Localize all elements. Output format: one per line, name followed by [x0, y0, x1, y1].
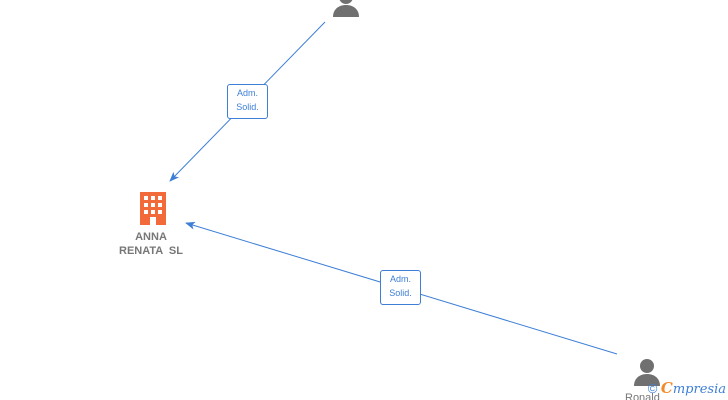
- company-node[interactable]: [137, 191, 169, 225]
- company-name[interactable]: ANNA RENATA SL: [101, 230, 201, 258]
- company-name-line1: ANNA: [135, 231, 167, 243]
- relation-label-top[interactable]: Adm. Solid.: [227, 84, 268, 119]
- relation-label-line2: Solid.: [236, 102, 259, 112]
- building-icon: [140, 192, 166, 225]
- person-icon: [634, 359, 660, 386]
- person-name[interactable]: Ronald: [625, 392, 660, 400]
- person-node-top[interactable]: [331, 0, 361, 17]
- relation-label-line1: Adm.: [236, 88, 258, 98]
- relation-label-bottom[interactable]: Adm. Solid.: [380, 270, 421, 305]
- empresia-watermark: © Cmpresia: [648, 379, 726, 397]
- relation-label-line1: Adm.: [389, 274, 411, 284]
- person-node-bottom[interactable]: [632, 356, 662, 386]
- copyright-symbol: ©: [647, 381, 658, 396]
- person-icon: [333, 0, 359, 17]
- brand-name: mpresia: [672, 382, 726, 397]
- relation-label-line2: Solid.: [389, 288, 412, 298]
- company-name-line2: RENATA SL: [119, 245, 183, 257]
- brand-initial: C: [660, 379, 673, 397]
